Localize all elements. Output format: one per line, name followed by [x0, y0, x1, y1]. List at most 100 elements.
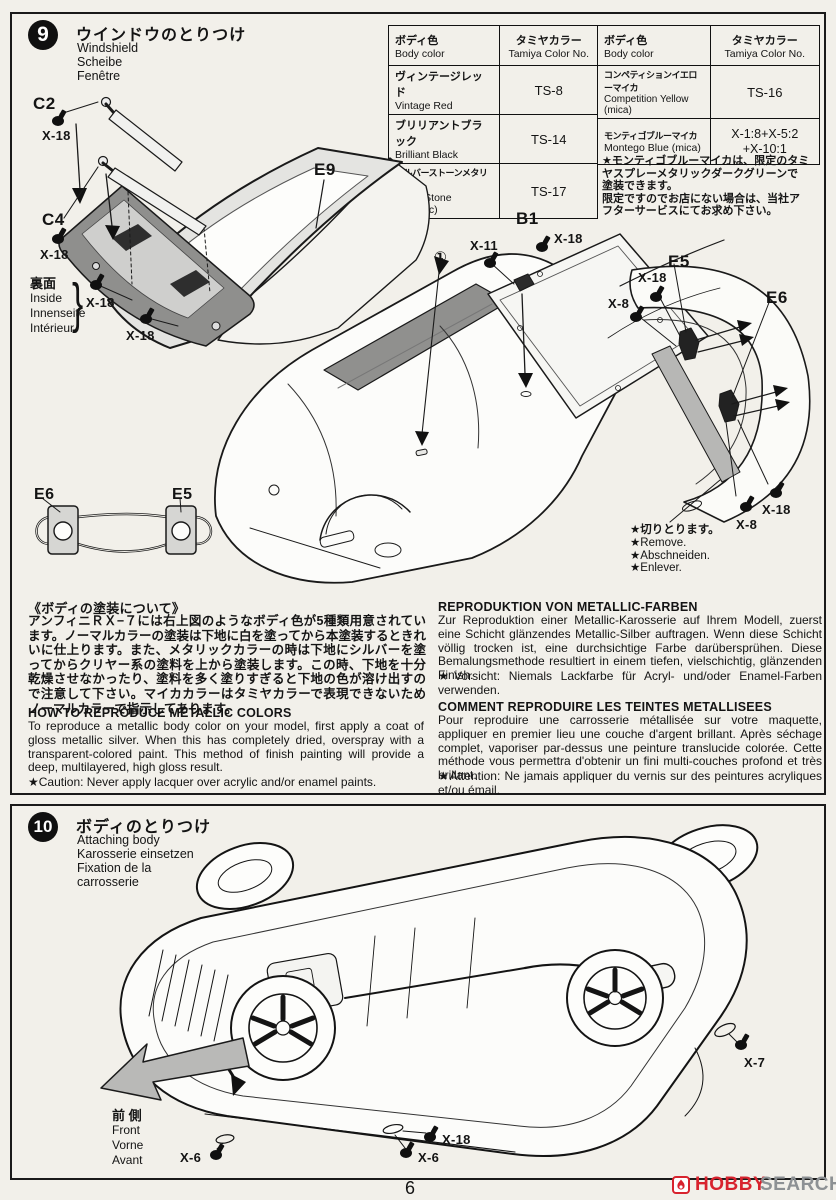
step10-subtitle-de: Karosserie einsetzen	[77, 847, 194, 861]
front-direction-note: 前 側 Front Vorne Avant	[112, 1108, 143, 1168]
paint-jar-icon	[740, 498, 754, 512]
paint-jar-icon	[52, 112, 66, 126]
montego-blue-note: ★モンティゴブルーマイカは、限定のタミ ヤスプレーメタリックダークグリーンで 塗…	[602, 155, 810, 218]
hobbysearch-flame-icon	[672, 1176, 690, 1194]
header-body-color: ボディ色 Body color	[597, 25, 711, 66]
paint-color-table-right: ボディ色 Body color タミヤカラー Tamiya Color No. …	[597, 25, 821, 165]
header-body-color: ボディ色 Body color	[387, 25, 501, 66]
paint-label-x8: X-8	[608, 296, 630, 311]
table-row: ブリリアントブラック Brilliant Black TS-14	[387, 114, 598, 164]
assembly-order-marker: ①	[434, 249, 447, 266]
paint-label-x11: X-11	[470, 238, 498, 253]
step10-title-ja: ボディのとりつけ	[76, 819, 212, 836]
color-code: TS-16	[709, 65, 821, 119]
step10-subtitle-fr: Fixation de la carrosserie	[77, 861, 152, 889]
paint-label-x18: X-18	[40, 247, 69, 262]
header-color-no: タミヤカラー Tamiya Color No.	[709, 25, 821, 66]
color-name: モンティゴブルーマイカ Montego Blue (mica)	[597, 118, 711, 165]
part-label-b1: B1	[516, 209, 539, 228]
color-name: コンペティションイエローマイカ Competition Yellow (mica…	[597, 65, 711, 119]
paint-color-table-left: ボディ色 Body color タミヤカラー Tamiya Color No. …	[387, 25, 598, 219]
color-code: TS-8	[499, 65, 598, 115]
paint-jar-icon	[90, 276, 104, 290]
paint-label-x18: X-18	[42, 128, 71, 143]
paint-label-x7: X-7	[744, 1055, 766, 1070]
painting-section-body-ja: アンフィニＲＸ−７には右上図のようなボディ色が5種類用意されています。ノーマルカ…	[28, 614, 426, 716]
table-row: モンティゴブルーマイカ Montego Blue (mica) X-1:8+X-…	[597, 118, 821, 165]
metallic-body-fr: Pour reproduire une carrosserie métallis…	[438, 713, 822, 783]
front-ja: 前 側	[112, 1108, 142, 1123]
step10-panel-border	[10, 804, 826, 1180]
step9-subtitle-de: Scheibe	[77, 55, 123, 69]
paint-label-x6: X-6	[180, 1150, 202, 1165]
paint-jar-icon	[536, 238, 550, 252]
front-fr: Avant	[112, 1153, 143, 1167]
step9-title-ja: ウインドウのとりつけ	[76, 27, 247, 44]
paint-jar-icon	[400, 1144, 414, 1158]
brace-glyph: }	[72, 272, 84, 334]
paint-jar-icon	[770, 484, 784, 498]
color-code: TS-14	[499, 114, 598, 164]
watermark-word-hobby: HOBBY	[695, 1174, 767, 1195]
step9-subtitle-fr: Fenêtre	[77, 69, 121, 83]
table-header-row: ボディ色 Body color タミヤカラー Tamiya Color No.	[387, 25, 598, 66]
metallic-title-fr: COMMENT REPRODUIRE LES TEINTES METALLISE…	[438, 700, 772, 714]
part-label-e5: E5	[172, 486, 193, 503]
paint-jar-icon	[484, 254, 498, 268]
paint-jar-icon	[52, 230, 66, 244]
paint-jar-icon	[140, 310, 154, 324]
color-name: ブリリアントブラック Brilliant Black	[387, 114, 501, 164]
header-color-no: タミヤカラー Tamiya Color No.	[499, 25, 598, 66]
inside-ja: 裏面	[30, 276, 57, 291]
part-label-e9: E9	[314, 160, 336, 179]
remove-ja: ★切りとります。	[630, 524, 720, 536]
paint-jar-icon	[650, 288, 664, 302]
metallic-title-de: REPRODUKTION VON METALLIC-FARBEN	[438, 600, 698, 614]
paint-label-x18: X-18	[86, 295, 115, 310]
step9-subtitle-en: Windshield	[77, 41, 139, 55]
step9-number: 9	[37, 23, 49, 46]
paint-jar-icon	[424, 1128, 438, 1142]
table-header-row: ボディ色 Body color タミヤカラー Tamiya Color No.	[597, 25, 821, 66]
inside-note: 裏面 Inside Innenseite Intérieur	[30, 276, 85, 336]
metallic-caution-en: ★Caution: Never apply lacquer over acryl…	[28, 775, 377, 789]
remove-fr: ★Enlever.	[630, 562, 682, 575]
color-code: X-1:8+X-5:2 +X-10:1	[709, 118, 821, 165]
metallic-body-en: To reproduce a metallic body color on yo…	[28, 719, 424, 775]
step10-subtitle-en: Attaching body	[77, 833, 160, 847]
remove-de: ★Abschneiden.	[630, 549, 711, 562]
step9-diagram-svg	[35, 96, 811, 584]
color-code: TS-17	[499, 163, 598, 219]
part-label-e6: E6	[766, 288, 788, 307]
metallic-caution-de: ★Vorsicht: Niemals Lackfarbe für Acryl- …	[438, 669, 822, 697]
color-name: ヴィンテージレッド Vintage Red	[387, 65, 501, 115]
part-label-c2: C2	[33, 94, 56, 113]
step10-number-badge: 10	[28, 812, 58, 842]
paint-label-x18: X-18	[126, 328, 155, 343]
table-row: コンペティションイエローマイカ Competition Yellow (mica…	[597, 65, 821, 119]
paint-label-x18: X-18	[442, 1132, 471, 1147]
paint-label-x18: X-18	[762, 502, 791, 517]
step9-number-badge: 9	[28, 20, 58, 50]
step9-panel-border	[10, 12, 826, 795]
step10-chassis-svg	[100, 824, 759, 1157]
inside-en: Inside	[30, 291, 63, 305]
remove-en: ★Remove.	[630, 536, 687, 549]
step10-number: 10	[33, 817, 53, 836]
painting-section-title-ja: 《ボディの塗装について》	[28, 601, 186, 616]
front-en: Front	[112, 1123, 141, 1137]
metallic-title-en: HOW TO REPRODUCE METALLIC COLORS	[28, 706, 292, 720]
paint-label-x18: X-18	[638, 270, 667, 285]
metallic-body-de: Zur Reproduktion einer Metallic-Karosser…	[438, 613, 822, 683]
paint-jar-icon	[210, 1146, 224, 1160]
front-de: Vorne	[112, 1138, 144, 1152]
paint-jar-icon	[735, 1036, 749, 1050]
paint-jar-icon	[630, 308, 644, 322]
part-label-e5: E5	[668, 252, 690, 271]
part-label-e6: E6	[34, 486, 55, 503]
inside-de: Innenseite	[30, 306, 86, 320]
metallic-caution-fr: ★Attention: Ne jamais appliquer du verni…	[438, 769, 822, 797]
inside-fr: Intérieur	[30, 321, 75, 335]
page-number: 6	[404, 1178, 415, 1198]
